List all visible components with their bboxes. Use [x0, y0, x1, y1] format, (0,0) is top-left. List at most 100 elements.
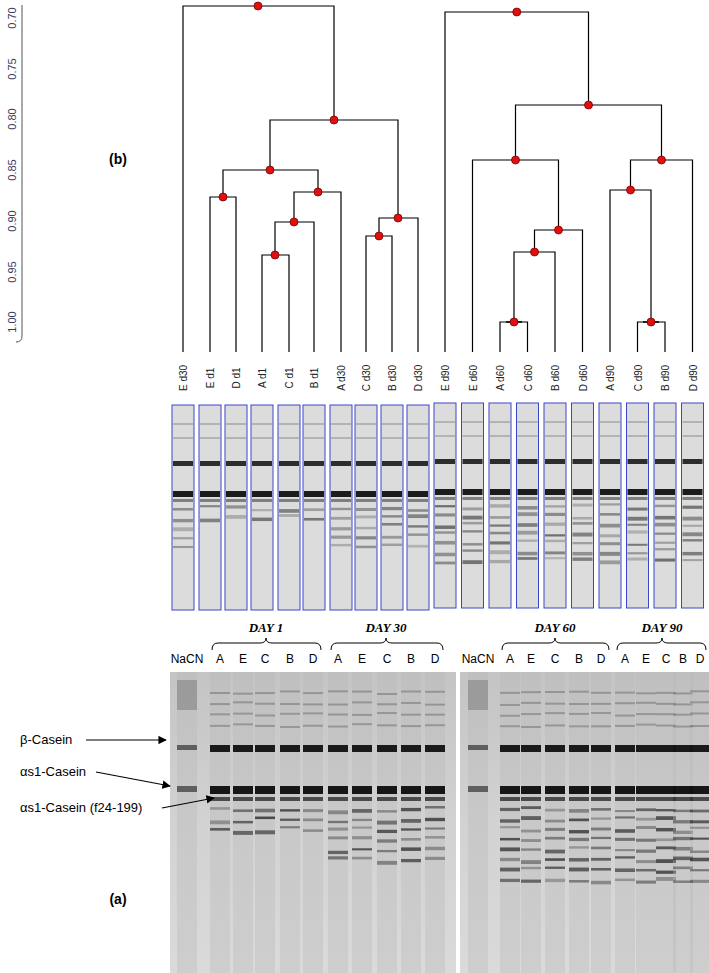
- gel-band: [521, 880, 541, 883]
- dendrogram-left: [183, 6, 418, 352]
- gel-band: [518, 459, 538, 464]
- gel-band: [328, 690, 348, 692]
- cluster-dot: [314, 188, 322, 196]
- gel-lane-label: E: [642, 653, 650, 666]
- band-arrows: [86, 740, 214, 808]
- gel-band: [490, 516, 510, 519]
- gel-band: [200, 437, 220, 439]
- dendrogram-nodes: [219, 2, 666, 326]
- gel-lane: [690, 672, 709, 973]
- leader-arrow: [162, 798, 214, 808]
- gel-band: [615, 702, 635, 704]
- gel-band: [252, 423, 272, 425]
- gel-band: [401, 819, 421, 823]
- gel-band: [655, 542, 675, 544]
- gel-lane-strip: [303, 405, 325, 610]
- gel-band: [545, 421, 565, 423]
- gel-band: [545, 797, 565, 801]
- gel-band: [173, 537, 193, 539]
- gel-band: [628, 421, 648, 423]
- lane-label: B d60: [550, 365, 561, 391]
- gel-band: [518, 552, 538, 556]
- gel-band: [490, 459, 510, 464]
- gel-lane-strip: [199, 405, 221, 610]
- cluster-dot: [394, 214, 402, 222]
- gel-band: [200, 461, 220, 466]
- gel-band: [463, 421, 483, 423]
- gel-band: [690, 851, 709, 853]
- gel-smear: [468, 680, 488, 710]
- gel-band: [521, 797, 541, 801]
- gel-band: [173, 546, 193, 548]
- gel-band: [382, 507, 402, 510]
- lane-label: A d1: [257, 368, 268, 388]
- gel-band: [518, 489, 538, 495]
- gel-band: [690, 786, 709, 794]
- gel-lane-label: C: [261, 653, 270, 666]
- dendrogram-branch: [270, 120, 398, 218]
- gel-lane: [401, 672, 421, 973]
- gel-band: [545, 867, 565, 869]
- day-label: DAY 1: [249, 621, 284, 635]
- gel-lane-strip: [544, 403, 566, 608]
- gel-band: [690, 827, 709, 829]
- gel-band: [210, 828, 230, 831]
- gel-band: [328, 726, 348, 728]
- gel-band: [500, 826, 520, 828]
- gel-band: [591, 868, 611, 870]
- gel-band: [545, 820, 565, 823]
- gel-lane-strip: [434, 403, 456, 608]
- lane-label: E d90: [440, 365, 451, 391]
- gel-band: [233, 831, 253, 835]
- gel-lane-label: NaCN: [171, 653, 204, 666]
- gel-lane: [303, 672, 323, 973]
- gel-band: [628, 489, 648, 495]
- gel-lane: [210, 672, 230, 973]
- gel-band: [591, 725, 611, 727]
- cluster-dot: [647, 318, 655, 326]
- gel-band: [303, 703, 323, 705]
- lane-label: A d90: [605, 365, 616, 391]
- gel-band: [683, 497, 703, 500]
- gel-band: [690, 745, 709, 752]
- gel-lane-label: B: [286, 653, 294, 666]
- gel-band: [435, 435, 455, 437]
- gel-band: [521, 745, 541, 752]
- gel-band: [521, 848, 541, 850]
- gel-lane: [591, 672, 611, 973]
- axis-tick-label: 0.75: [6, 58, 18, 79]
- gel-band: [545, 879, 565, 882]
- gel-band: [173, 461, 193, 466]
- gel-band: [636, 869, 656, 871]
- gel-band: [463, 489, 483, 495]
- gel-band: [352, 786, 372, 794]
- dendrogram-branch: [379, 218, 418, 352]
- gel-band: [518, 506, 538, 510]
- gel-band: [401, 690, 421, 692]
- gel-band: [545, 505, 565, 507]
- gel-band: [521, 816, 541, 820]
- gel-band: [518, 539, 538, 541]
- gel-band: [303, 786, 323, 794]
- gel-lane-label: D: [431, 653, 440, 666]
- gel-band: [279, 461, 299, 466]
- gel-band: [545, 551, 565, 554]
- gel-band: [352, 809, 372, 813]
- gel-band: [490, 524, 510, 526]
- gel-band: [200, 519, 220, 523]
- gel-band: [356, 437, 376, 439]
- bracket: [331, 638, 443, 650]
- gel-band: [683, 489, 703, 495]
- gel-band: [401, 745, 421, 752]
- gel-lane: [615, 672, 635, 973]
- gel-lane-label: D: [696, 653, 705, 666]
- gel-lane-label: E: [239, 653, 247, 666]
- gel-band: [226, 437, 246, 439]
- gel-band: [615, 786, 635, 794]
- band-label: αs1-Casein: [20, 765, 86, 779]
- gel-band: [331, 437, 351, 439]
- gel-band: [500, 725, 520, 727]
- cluster-dot: [510, 318, 518, 326]
- gel-band: [401, 702, 421, 704]
